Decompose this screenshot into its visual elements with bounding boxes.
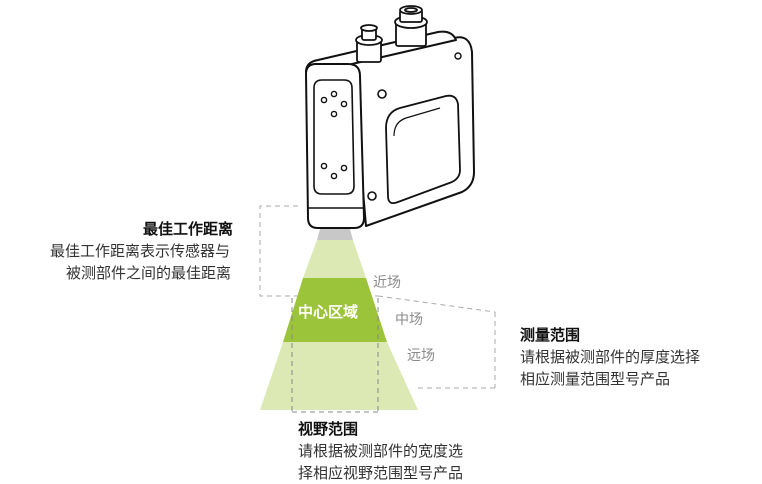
center-zone-shape bbox=[283, 278, 387, 342]
measure-range-title: 测量范围 bbox=[520, 326, 581, 344]
view-range-bracket bbox=[291, 298, 379, 413]
front-holes bbox=[320, 90, 348, 180]
measure-range-desc-1: 请根据被测部件的厚度选择 bbox=[520, 348, 701, 366]
near-zone-label: 近场 bbox=[373, 275, 401, 291]
mid-zone-label: 中场 bbox=[395, 312, 423, 328]
view-range-desc-2: 择相应视野范围型号产品 bbox=[298, 464, 464, 482]
view-range-desc-1: 请根据被测部件的宽度选 bbox=[298, 442, 464, 460]
measure-range-bracket bbox=[377, 295, 496, 389]
sensor-side-recess bbox=[385, 94, 461, 205]
far-zone-label: 远场 bbox=[407, 348, 435, 364]
far-zone-shape bbox=[260, 342, 418, 410]
best-distance-desc-2: 被测部件之间的最佳距离 bbox=[66, 264, 232, 282]
center-zone-label: 中心区域 bbox=[298, 303, 359, 321]
best-distance-desc-1: 最佳工作距离表示传感器与 bbox=[50, 242, 231, 260]
best-distance-bracket bbox=[259, 205, 378, 297]
connector-right bbox=[394, 5, 428, 47]
best-distance-title: 最佳工作距离 bbox=[143, 220, 234, 238]
near-zone-shape bbox=[303, 240, 366, 278]
connector-left bbox=[355, 24, 383, 63]
measure-range-desc-2: 相应测量范围型号产品 bbox=[520, 370, 671, 388]
view-range-title: 视野范围 bbox=[298, 420, 359, 438]
sensor-device bbox=[305, 5, 475, 229]
